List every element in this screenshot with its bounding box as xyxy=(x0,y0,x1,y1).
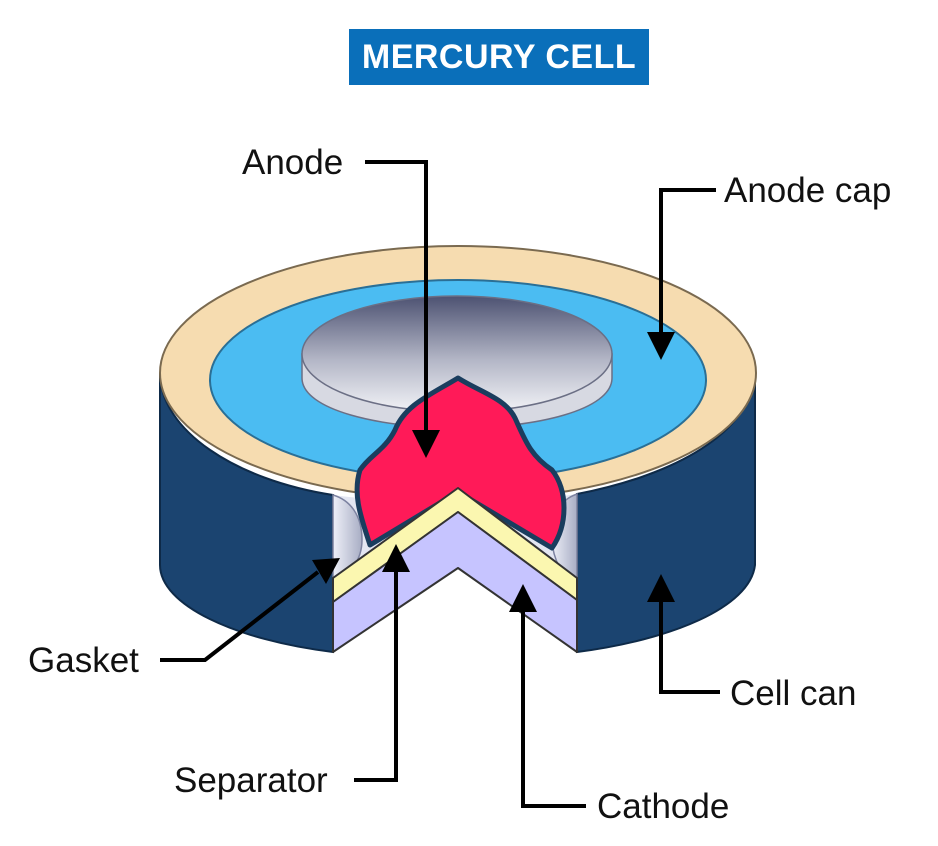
label-gasket: Gasket xyxy=(28,641,139,680)
cell-can-pointer xyxy=(659,598,720,694)
cathode-pointer xyxy=(521,608,586,808)
separator-pointer xyxy=(354,568,398,782)
label-anode-cap: Anode cap xyxy=(724,171,891,210)
anode-cap-arrowhead xyxy=(647,332,675,360)
anode-pointer xyxy=(365,160,428,435)
anode-cap-pointer xyxy=(659,188,716,335)
cell-can-arrowhead xyxy=(647,574,675,602)
label-anode: Anode xyxy=(242,143,343,182)
anode-arrowhead xyxy=(412,430,440,458)
separator-arrowhead xyxy=(382,544,410,572)
gasket-arrowhead xyxy=(312,558,340,584)
label-separator: Separator xyxy=(174,761,328,800)
title-banner: MERCURY CELL xyxy=(349,29,649,85)
label-cathode: Cathode xyxy=(597,787,729,826)
cathode-layer xyxy=(332,511,578,653)
gasket-pointer xyxy=(160,570,320,662)
diagram-title: MERCURY CELL xyxy=(361,37,637,76)
cell-can-body-right xyxy=(576,372,756,654)
cathode-arrowhead xyxy=(509,584,537,612)
label-cell-can: Cell can xyxy=(730,674,856,713)
